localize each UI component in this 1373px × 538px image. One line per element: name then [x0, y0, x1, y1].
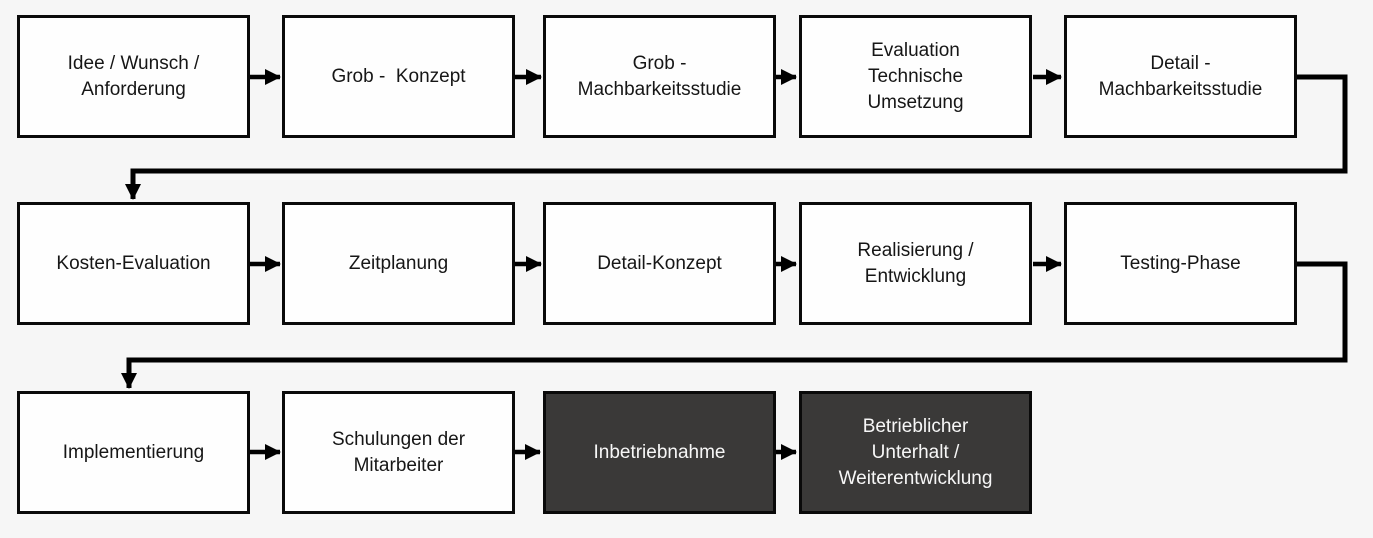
stage-label: Grob - Konzept — [331, 65, 466, 87]
stage-box-schulungen-der-mitarbeiter: Schulungen der Mitarbeiter — [282, 391, 515, 514]
stage-label: Testing-Phase — [1120, 252, 1241, 274]
stage-label: Betrieblicher Unterhalt / Weiterentwickl… — [838, 415, 993, 489]
stage-label: Idee / Wunsch / Anforderung — [67, 52, 200, 100]
stage-box-zeitplanung: Zeitplanung — [282, 202, 515, 325]
stage-label: Realisierung / Entwicklung — [857, 239, 974, 287]
stage-box-inbetriebnahme: Inbetriebnahme — [543, 391, 776, 514]
stage-box-idee-wunsch-anforderung: Idee / Wunsch / Anforderung — [17, 15, 250, 138]
stage-box-realisierung-entwicklung: Realisierung / Entwicklung — [799, 202, 1032, 325]
stage-box-betrieblicher-unterhalt-weiterentwicklung: Betrieblicher Unterhalt / Weiterentwickl… — [799, 391, 1032, 514]
stage-label: Implementierung — [62, 441, 205, 463]
stage-box-testing-phase: Testing-Phase — [1064, 202, 1297, 325]
stage-box-grob-konzept: Grob - Konzept — [282, 15, 515, 138]
stage-label: Evaluation Technische Umsetzung — [867, 39, 964, 113]
stage-label: Grob - Machbarkeitsstudie — [577, 52, 742, 100]
stage-box-detail-machbarkeitsstudie: Detail - Machbarkeitsstudie — [1064, 15, 1297, 138]
stage-box-grob-machbarkeitsstudie: Grob - Machbarkeitsstudie — [543, 15, 776, 138]
stage-box-detail-konzept: Detail-Konzept — [543, 202, 776, 325]
stage-label: Kosten-Evaluation — [56, 252, 211, 274]
stage-box-implementierung: Implementierung — [17, 391, 250, 514]
stage-box-evaluation-technische-umsetzung: Evaluation Technische Umsetzung — [799, 15, 1032, 138]
stage-label: Detail-Konzept — [597, 252, 722, 274]
stage-label: Inbetriebnahme — [593, 441, 726, 463]
stage-box-kosten-evaluation: Kosten-Evaluation — [17, 202, 250, 325]
stage-label: Detail - Machbarkeitsstudie — [1098, 52, 1263, 100]
stage-label: Zeitplanung — [348, 252, 449, 274]
stage-label: Schulungen der Mitarbeiter — [331, 428, 466, 476]
